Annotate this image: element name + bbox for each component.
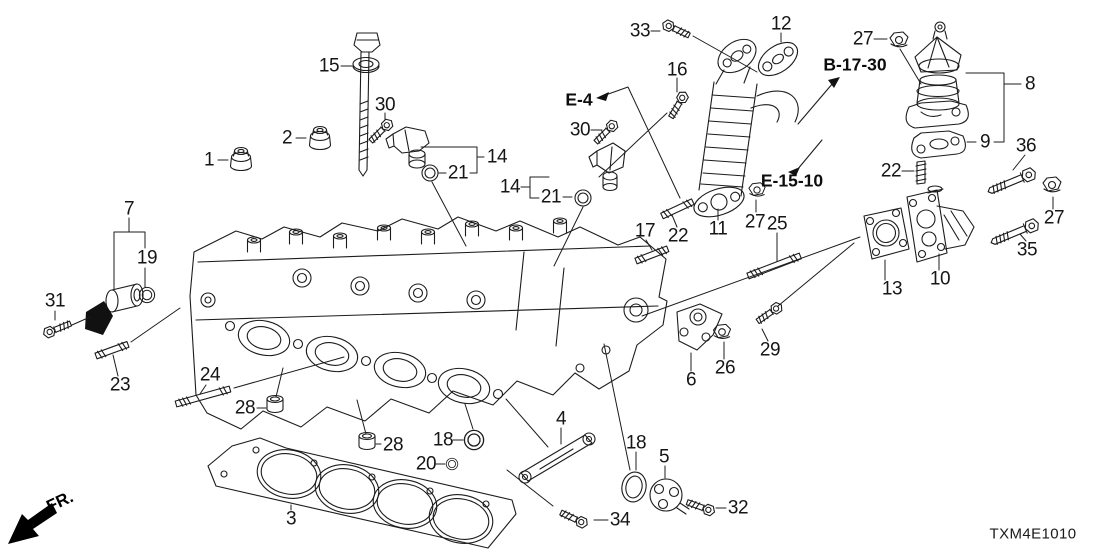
callout-18-a: 18 xyxy=(432,429,454,451)
callout-36: 36 xyxy=(1015,135,1037,157)
o-ring-21a xyxy=(421,164,439,182)
o-ring-18a xyxy=(463,429,485,451)
callout-26: 26 xyxy=(714,357,736,379)
callout-28-b: 28 xyxy=(382,434,404,456)
callout-29: 29 xyxy=(759,339,781,361)
dowel-cap-28a xyxy=(266,394,284,414)
head-bolt-15 xyxy=(352,32,381,177)
callout-3: 3 xyxy=(285,508,297,530)
callout-12: 12 xyxy=(770,13,792,35)
o-ring-21b xyxy=(574,189,592,207)
callout-22-a: 22 xyxy=(667,225,689,247)
callout-20: 20 xyxy=(415,453,437,475)
callout-15: 15 xyxy=(318,55,340,77)
callout-27-c: 27 xyxy=(1043,207,1065,229)
callout-30-b: 30 xyxy=(569,119,591,141)
bolt-33 xyxy=(660,18,692,41)
callout-23: 23 xyxy=(109,374,131,396)
spool-valve-10 xyxy=(906,185,975,263)
ref-e-4: E-4 xyxy=(565,89,593,110)
stud-22b xyxy=(915,160,927,185)
callout-9: 9 xyxy=(979,131,991,153)
nut-26 xyxy=(712,323,732,339)
callout-31: 31 xyxy=(44,290,66,312)
valve-seal-1 xyxy=(229,146,253,172)
plate-5 xyxy=(649,478,690,515)
stud-24 xyxy=(174,384,232,409)
nut-27c xyxy=(1042,176,1062,193)
callout-22-b: 22 xyxy=(880,160,902,182)
callout-2: 2 xyxy=(281,127,293,149)
ref-b-17-30: B-17-30 xyxy=(823,54,887,75)
gasket-13 xyxy=(863,207,910,260)
dowel-cap-28b xyxy=(358,431,376,451)
o-ring-18b xyxy=(621,471,647,503)
callout-8: 8 xyxy=(1024,73,1036,95)
tdc-sensor-14b xyxy=(588,142,626,192)
bolt-16 xyxy=(666,89,691,121)
callout-25: 25 xyxy=(766,213,788,235)
callout-10: 10 xyxy=(929,268,951,290)
callout-6: 6 xyxy=(685,369,697,391)
callout-35: 35 xyxy=(1016,239,1038,261)
nut-27a xyxy=(889,31,909,48)
callout-21-a: 21 xyxy=(447,162,469,184)
bolt-30a xyxy=(366,116,396,146)
callout-27-a: 27 xyxy=(852,28,874,50)
bolt-36 xyxy=(985,166,1039,198)
spark-plug-tubes xyxy=(292,268,486,310)
gasket-12 xyxy=(757,41,799,77)
bolt-31 xyxy=(41,318,73,340)
reference-arrows xyxy=(596,77,840,176)
callout-33: 33 xyxy=(629,20,651,42)
valve-seal-2 xyxy=(308,125,332,151)
egr-pipe-11 xyxy=(693,38,799,218)
callout-30-a: 30 xyxy=(374,94,396,116)
o-ring-19 xyxy=(138,286,156,304)
callout-18-b: 18 xyxy=(625,432,647,454)
fr-arrow xyxy=(8,503,57,544)
callout-19: 19 xyxy=(136,247,158,269)
leader-lines xyxy=(54,30,1054,521)
gasket-9 xyxy=(911,130,966,159)
valve-guides xyxy=(246,217,568,253)
callout-14-b: 14 xyxy=(499,176,521,198)
callout-1: 1 xyxy=(203,149,215,171)
bolt-34 xyxy=(558,507,590,530)
callout-17: 17 xyxy=(634,220,656,242)
callout-7: 7 xyxy=(123,198,135,220)
callout-32: 32 xyxy=(727,497,749,519)
stay-4 xyxy=(518,432,596,484)
callout-28-a: 28 xyxy=(234,397,256,419)
stud-23 xyxy=(94,340,130,361)
intake-ports xyxy=(237,319,491,405)
head-gasket xyxy=(207,437,517,549)
plate-6 xyxy=(676,303,723,351)
cylinder-head xyxy=(189,216,668,430)
callout-14-a: 14 xyxy=(486,146,508,168)
diagram-code: TXM4E1010 xyxy=(989,525,1077,543)
callout-34: 34 xyxy=(609,509,631,531)
callout-5: 5 xyxy=(658,446,670,468)
o-ring-20 xyxy=(445,457,459,471)
vtc-solenoid-7 xyxy=(85,283,144,335)
callout-11: 11 xyxy=(708,218,728,240)
callout-24: 24 xyxy=(199,364,221,386)
callout-13: 13 xyxy=(881,278,903,300)
stud-17 xyxy=(634,244,670,266)
callout-21-b: 21 xyxy=(540,186,562,208)
callout-4: 4 xyxy=(555,408,567,430)
callout-16: 16 xyxy=(666,59,688,81)
bolt-32 xyxy=(684,496,717,518)
stud-22a xyxy=(659,197,696,221)
egr-valve-8 xyxy=(905,21,969,129)
ref-e-15-10: E-15-10 xyxy=(760,170,824,191)
callout-27-b: 27 xyxy=(744,211,766,233)
bolt-30b xyxy=(591,117,621,147)
